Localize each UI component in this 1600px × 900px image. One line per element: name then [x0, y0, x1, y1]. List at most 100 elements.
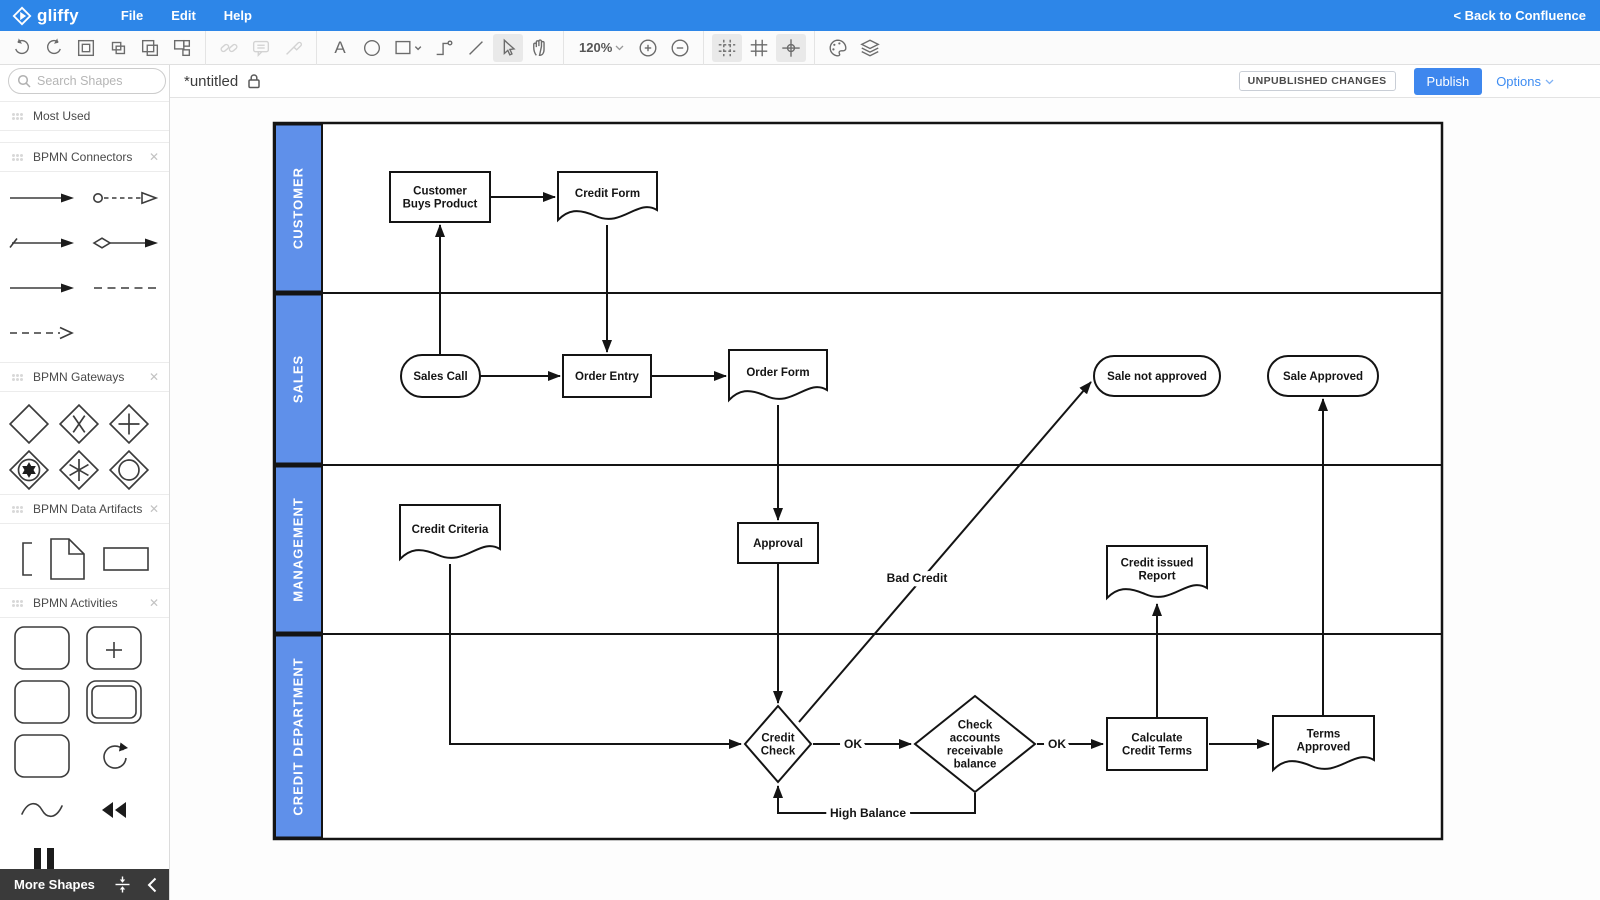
drag-handle-icon[interactable]	[12, 373, 23, 381]
section-label: BPMN Connectors	[33, 150, 133, 164]
activity-task[interactable]	[13, 625, 71, 671]
collapse-sidebar-chevron-icon[interactable]	[147, 877, 157, 893]
drag-handle-icon[interactable]	[12, 505, 23, 513]
diagram-canvas[interactable]	[170, 98, 1600, 900]
sidebar-section-bpmn-data-artifacts[interactable]: BPMN Data Artifacts ✕	[0, 494, 169, 524]
guides-icon[interactable]	[776, 33, 807, 62]
sidebar-section-bpmn-connectors[interactable]: BPMN Connectors ✕	[0, 142, 169, 172]
sidebar-section-most-used[interactable]: Most Used	[0, 101, 169, 131]
eyedropper-icon[interactable]	[278, 34, 308, 62]
gliffy-logo-icon	[12, 6, 32, 25]
zoom-out-icon[interactable]	[665, 34, 695, 62]
snap-to-grid-icon[interactable]	[712, 33, 743, 62]
connector-solid-arrow-2[interactable]	[0, 265, 84, 310]
gateway-complex-star-circle[interactable]	[4, 447, 54, 493]
sidebar-section-bpmn-activities[interactable]: BPMN Activities ✕	[0, 588, 169, 618]
lock-icon[interactable]	[247, 73, 261, 89]
options-label: Options	[1496, 73, 1541, 89]
duplicate-icon[interactable]	[135, 34, 165, 62]
connector-tick-arrow[interactable]	[0, 220, 84, 265]
ungroup-icon[interactable]	[167, 34, 197, 62]
status-badge: UNPUBLISHED CHANGES	[1238, 71, 1396, 91]
artifact-data-object[interactable]	[49, 537, 87, 581]
shape-search	[8, 68, 166, 94]
drag-handle-icon[interactable]	[12, 599, 23, 607]
gateway-exclusive-x[interactable]	[54, 401, 104, 447]
undo-icon[interactable]	[7, 34, 37, 62]
connector-diamond-arrow[interactable]	[84, 220, 168, 265]
toolbar-separator	[814, 30, 816, 65]
grid-icon[interactable]	[744, 34, 774, 62]
bpmn-activities-shapes	[6, 621, 164, 837]
activity-subprocess-plus[interactable]	[85, 625, 143, 671]
zoom-in-icon[interactable]	[633, 34, 663, 62]
link-icon[interactable]	[214, 34, 244, 62]
connector-dashed-line[interactable]	[84, 265, 168, 310]
logo-text: gliffy	[37, 5, 79, 25]
theme-palette-icon[interactable]	[823, 34, 853, 62]
chevron-down-icon	[615, 45, 624, 51]
activity-loop-marker[interactable]	[98, 740, 130, 772]
top-app-bar: gliffy File Edit Help < Back to Confluen…	[0, 0, 1600, 31]
activity-transaction-double[interactable]	[85, 679, 143, 725]
artifact-annotation-rect[interactable]	[102, 546, 150, 572]
pan-hand-icon[interactable]	[525, 34, 555, 62]
back-to-confluence-link[interactable]: < Back to Confluence	[1453, 8, 1586, 23]
shape-tool-icon[interactable]	[389, 34, 427, 62]
redo-icon[interactable]	[39, 34, 69, 62]
activity-ad-hoc-tilde[interactable]	[17, 795, 67, 825]
activity-compensation-rewind[interactable]	[99, 800, 129, 820]
connector-dashed-open-arrow[interactable]	[0, 310, 84, 355]
gateway-event-circle[interactable]	[104, 447, 154, 493]
bpmn-connectors-shapes	[0, 175, 169, 355]
group-icon[interactable]	[71, 34, 101, 62]
section-label: Most Used	[33, 109, 91, 123]
zoom-level-dropdown[interactable]: 120%	[571, 40, 632, 55]
menu-help[interactable]: Help	[223, 8, 252, 23]
toolbar-separator	[205, 30, 206, 65]
chevron-down-icon	[1545, 79, 1554, 84]
toolbar-separator	[316, 30, 317, 65]
more-shapes-bar[interactable]: More Shapes	[0, 869, 169, 900]
menu-file[interactable]: File	[120, 8, 144, 23]
connector-circle-dashed-open-arrow[interactable]	[84, 175, 168, 220]
document-titlebar: *untitled UNPUBLISHED CHANGES Publish Op…	[170, 65, 1600, 98]
text-tool-icon[interactable]: A	[325, 34, 355, 62]
connector-tool-icon[interactable]	[429, 34, 459, 62]
section-label: BPMN Data Artifacts	[33, 502, 143, 516]
gateway-exclusive-blank[interactable]	[4, 401, 54, 447]
close-icon[interactable]: ✕	[148, 150, 159, 164]
bpmn-data-artifacts-shapes	[0, 530, 169, 588]
select-tool-icon[interactable]	[493, 33, 523, 62]
search-input[interactable]	[8, 68, 166, 94]
drag-handle-icon[interactable]	[12, 112, 23, 120]
close-icon[interactable]: ✕	[148, 502, 159, 516]
sidebar-section-bpmn-gateways[interactable]: BPMN Gateways ✕	[0, 362, 169, 392]
menu-edit[interactable]: Edit	[171, 8, 196, 23]
more-shapes-label: More Shapes	[14, 877, 95, 892]
gliffy-logo[interactable]: gliffy	[0, 6, 93, 26]
ellipse-tool-icon[interactable]	[357, 34, 387, 62]
close-icon[interactable]: ✕	[148, 596, 159, 610]
layers-icon[interactable]	[855, 34, 885, 62]
close-icon[interactable]: ✕	[148, 370, 159, 384]
options-dropdown[interactable]: Options	[1496, 74, 1554, 89]
collapse-panels-icon[interactable]	[114, 876, 131, 893]
copy-icon[interactable]	[103, 34, 133, 62]
document-title[interactable]: *untitled	[184, 72, 239, 90]
gateway-inclusive-asterisk[interactable]	[54, 447, 104, 493]
gateway-parallel[interactable]	[104, 401, 154, 447]
artifact-group-bracket[interactable]	[19, 541, 35, 577]
shape-library-sidebar: Most Used BPMN Connectors ✕	[0, 65, 170, 900]
text-tool-glyph: A	[334, 37, 346, 57]
activity-task-2[interactable]	[13, 679, 71, 725]
publish-button[interactable]: Publish	[1413, 67, 1483, 95]
drag-handle-icon[interactable]	[12, 153, 23, 161]
line-tool-icon[interactable]	[461, 34, 491, 62]
section-label: BPMN Gateways	[33, 370, 125, 384]
activity-pause-marker[interactable]	[30, 848, 58, 869]
connector-solid-arrow[interactable]	[0, 175, 84, 220]
comment-icon[interactable]	[246, 34, 276, 62]
main-toolbar: A 120%	[0, 30, 1600, 65]
activity-task-3[interactable]	[13, 733, 71, 779]
